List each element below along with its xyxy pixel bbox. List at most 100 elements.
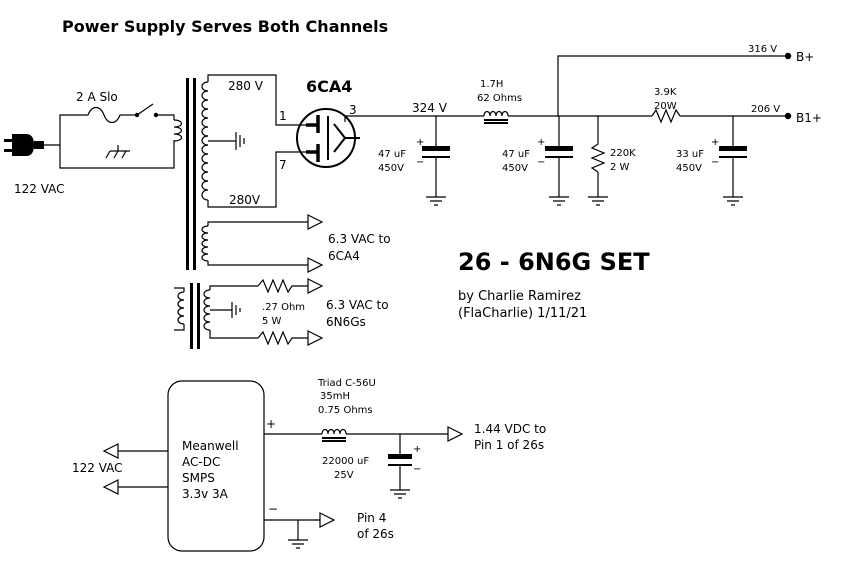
cap1-plus: + — [416, 137, 424, 148]
bleeder-resistor — [590, 143, 606, 173]
cap2-voltage-label: 450V — [502, 163, 528, 174]
ct-ground-symbol — [235, 132, 245, 150]
cap2-symbol — [545, 146, 573, 158]
heater-6n6g-arrow-bottom — [307, 330, 324, 346]
circuit-heading: 26 - 6N6G SET — [458, 248, 650, 276]
series-res-power-label: 20W — [654, 101, 677, 112]
heater-6n6g-label-1: 6.3 VAC to — [326, 298, 389, 312]
filament-output-label-2: Pin 1 of 26s — [474, 438, 544, 452]
hv-bottom-tap-label: 280V — [229, 193, 261, 207]
heater-6ca4-arrow-bottom — [307, 257, 324, 273]
cap2-plus: + — [537, 137, 545, 148]
heater-ct-ground-symbol — [231, 302, 241, 318]
heater-res-power-label: 5 W — [262, 316, 282, 327]
node-206-label: 206 V — [751, 104, 780, 115]
rectifier-tube-label: 6CA4 — [306, 77, 352, 96]
pin4-label-2: of 26s — [357, 527, 394, 541]
cap2-ground — [549, 196, 569, 206]
cap1-minus: − — [416, 157, 424, 168]
filament-choke-inductance-label: 35mH — [320, 391, 350, 402]
fuse — [87, 106, 121, 124]
filament-output-arrow — [447, 426, 464, 442]
filament-choke-resistance-label: 0.75 Ohms — [318, 405, 373, 416]
smps-label-1: Meanwell — [182, 439, 239, 453]
b1-plus-label: B1+ — [796, 111, 822, 125]
b-plus-terminal — [784, 52, 792, 60]
smps-label-3: SMPS — [182, 471, 215, 485]
cap3-ground — [723, 196, 743, 206]
filament-cap-voltage-label: 25V — [334, 470, 354, 481]
node-316-label: 316 V — [748, 44, 777, 55]
smps-module — [167, 380, 265, 552]
pin4-label-1: Pin 4 — [357, 511, 386, 525]
smps-minus-label: − — [268, 502, 278, 516]
heater-6n6g-label-2: 6N6Gs — [326, 315, 366, 329]
smps-ac-arrow-bottom — [102, 479, 119, 495]
cap3-value-label: 33 uF — [676, 149, 704, 160]
smps-label-2: AC-DC — [182, 455, 220, 469]
series-resistor — [651, 108, 681, 124]
heater-6ca4-arrow-top — [307, 214, 324, 230]
heater-6ca4-label-2: 6CA4 — [328, 249, 360, 263]
rectifier-pin1-label: 1 — [279, 109, 287, 123]
filament-cap-ground — [390, 489, 410, 499]
fuse-label: 2 A Slo — [76, 90, 118, 104]
heater-resistor-top — [257, 278, 308, 294]
filament-cap-minus: − — [413, 464, 421, 475]
rectifier-pin7-label: 7 — [279, 158, 287, 172]
cap1-value-label: 47 uF — [378, 149, 406, 160]
transformer-primary — [173, 119, 183, 142]
pin4-arrow — [319, 512, 336, 528]
cap1-symbol — [422, 146, 450, 158]
mains-voltage-label: 122 VAC — [14, 182, 65, 196]
hv-choke — [483, 110, 509, 117]
cap2-minus: − — [537, 157, 545, 168]
filament-output-label-1: 1.44 VDC to — [474, 422, 546, 436]
cap3-minus: − — [711, 157, 719, 168]
heater-tx-core — [190, 283, 200, 349]
author-date-line: (FlaCharlie) 1/11/21 — [458, 306, 587, 321]
node-324-label: 324 V — [412, 101, 448, 115]
choke-inductance-label: 1.7H — [480, 79, 503, 90]
cap1-ground — [426, 196, 446, 206]
hv-secondary — [201, 81, 209, 201]
heater-6n6g-arrow-top — [307, 278, 324, 294]
heater-res-value-label: .27 Ohm — [262, 302, 305, 313]
b-plus-label: B+ — [796, 50, 814, 64]
smps-label-4: 3.3v 3A — [182, 487, 229, 501]
rectifier-pin3-label: 3 — [349, 103, 357, 117]
bleeder-value-label: 220K — [610, 148, 636, 159]
bleeder-power-label: 2 W — [610, 162, 630, 173]
author-line: by Charlie Ramirez — [458, 289, 581, 304]
cap3-symbol — [719, 146, 747, 158]
cap2-value-label: 47 uF — [502, 149, 530, 160]
b1-plus-terminal — [784, 112, 792, 120]
heater-resistor-bottom — [257, 330, 308, 346]
cap3-plus: + — [711, 137, 719, 148]
smps-ac-arrow-top — [102, 443, 119, 459]
filament-cap-value-label: 22000 uF — [322, 456, 369, 467]
filament-choke-name-label: Triad C-56U — [317, 378, 376, 389]
diagram-title: Power Supply Serves Both Channels — [62, 17, 388, 36]
rectifier-tube — [296, 108, 360, 168]
bleeder-ground — [588, 196, 608, 206]
smps-input-label: 122 VAC — [72, 461, 123, 475]
main-transformer-core — [186, 78, 196, 270]
cap1-voltage-label: 450V — [378, 163, 404, 174]
power-switch — [136, 103, 154, 116]
choke-resistance-label: 62 Ohms — [477, 93, 522, 104]
filament-cap-plus: + — [413, 444, 421, 455]
heater-tx-secondary — [203, 289, 211, 331]
heater-tx-primary — [177, 291, 185, 325]
heater-6ca4-label-1: 6.3 VAC to — [328, 232, 391, 246]
cap3-voltage-label: 450V — [676, 163, 702, 174]
smps-plus-label: + — [266, 417, 276, 431]
filament-choke — [321, 428, 347, 435]
chassis-ground-symbol — [105, 145, 130, 159]
series-res-value-label: 3.9K — [654, 87, 677, 98]
mains-plug — [4, 134, 44, 156]
filament-cap-symbol — [388, 454, 412, 466]
hv-top-tap-label: 280 V — [228, 79, 264, 93]
smps-ground — [288, 539, 308, 549]
